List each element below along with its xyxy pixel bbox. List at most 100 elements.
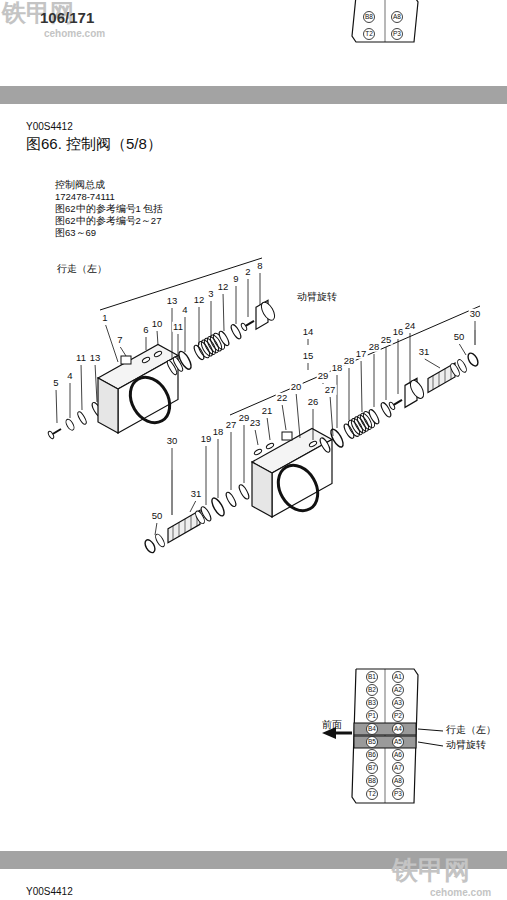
watermark: 铁甲网: [392, 856, 470, 885]
callout-number: 20: [290, 382, 303, 392]
port-circle: [367, 789, 378, 800]
leader-line: [211, 301, 212, 338]
port-label: T2: [365, 30, 373, 37]
page-number: 106/171: [40, 10, 94, 27]
callout-number: 50: [151, 511, 164, 521]
header-bar: [0, 86, 507, 104]
leader-line: [218, 439, 219, 498]
callout-number: 12: [193, 295, 206, 305]
note-text: 图62中的参考编号2～27: [55, 216, 161, 226]
callout-number: 19: [200, 434, 213, 444]
valve-body: [98, 344, 178, 433]
callout-number: 28: [368, 342, 381, 352]
direction-label: 前面: [322, 719, 342, 730]
callout-number: 25: [380, 335, 393, 345]
o-ring: [76, 411, 87, 426]
callout-number: 14: [302, 327, 315, 337]
port-circle: [367, 763, 378, 774]
port-label: P3: [393, 30, 401, 37]
leader-line: [146, 337, 147, 350]
seal-plate: [210, 496, 227, 517]
callout-number: 29: [238, 413, 251, 423]
leader-line: [418, 729, 443, 731]
callout-number: 13: [166, 296, 179, 306]
callout-number: 5: [52, 378, 59, 388]
leader-line: [337, 375, 338, 428]
callout-number: 50: [453, 332, 466, 342]
doc-code: Y00S4412: [26, 886, 73, 897]
callout-number: 12: [217, 282, 230, 292]
port-label: B8: [365, 13, 373, 20]
leader-line: [255, 430, 258, 445]
leader-line: [95, 365, 97, 402]
port-circle: [393, 698, 404, 709]
callout-number: 16: [392, 327, 405, 337]
callout-number: 1: [101, 313, 108, 323]
washer: [64, 418, 75, 431]
port-circle: [393, 750, 404, 761]
callout-number: 7: [116, 335, 123, 345]
spool-groove: [191, 516, 192, 530]
port-circle: [367, 711, 378, 722]
callout-number: 17: [355, 349, 368, 359]
bracket-line: [100, 258, 262, 310]
callout-number: 2: [244, 267, 251, 277]
port-label: B7: [368, 764, 376, 771]
o-ring: [318, 437, 331, 454]
callout-number: 11: [172, 322, 184, 332]
note-text: 图63～69: [55, 228, 96, 238]
port-circle: [392, 29, 403, 40]
port-label: A4: [394, 725, 402, 732]
callout-number: 30: [469, 309, 482, 319]
port-label: A1: [394, 673, 402, 680]
highlight-band: [354, 736, 416, 748]
callout-number: 11: [75, 353, 87, 363]
leader-line: [361, 361, 363, 412]
port-label: A7: [394, 764, 402, 771]
leader-line: [260, 273, 261, 305]
port-circle: [367, 672, 378, 683]
port-circle: [392, 12, 403, 23]
nut: [143, 538, 157, 554]
leader-line: [172, 308, 173, 358]
port-label: A8: [393, 13, 401, 20]
watermark: cehome.com: [44, 28, 105, 39]
port-label: B8: [368, 777, 376, 784]
bracket-line: [230, 306, 480, 415]
port-hole: [154, 350, 163, 357]
port-label: A2: [394, 686, 402, 693]
callout-number: 24: [404, 321, 417, 331]
large-o-ring: [270, 458, 325, 518]
figure-title: 图66. 控制阀（5/8）: [26, 136, 162, 153]
callout-number: 31: [190, 489, 203, 499]
o-ring: [367, 408, 380, 425]
spool: [168, 510, 200, 542]
section-label: 动臂旋转: [297, 291, 337, 302]
callout-number: 6: [142, 325, 149, 335]
leader-line: [374, 354, 375, 407]
leader-line: [223, 294, 225, 331]
leader-line: [120, 347, 126, 356]
leader-line: [157, 331, 159, 345]
leader-line: [386, 347, 387, 400]
screw-head: [47, 431, 54, 440]
leader-line: [56, 390, 58, 423]
port-label: B5: [368, 738, 376, 745]
note-text: 172478-74111: [55, 192, 115, 202]
spool-groove: [439, 372, 440, 386]
port-hole: [254, 448, 263, 455]
seal-plate: [177, 350, 194, 371]
leader-line: [244, 425, 245, 483]
port-label: A8: [394, 777, 402, 784]
callout-number: 30: [166, 436, 179, 446]
spool-groove: [185, 519, 186, 533]
section-label: 行走（左）: [57, 263, 107, 274]
nut: [466, 351, 480, 367]
port-circle: [364, 29, 375, 40]
section-label: 行走（左）: [446, 725, 496, 735]
note-text: 图62中的参考编号1 包括: [55, 204, 164, 214]
leader-line: [418, 742, 443, 746]
valve-face: [272, 439, 332, 517]
leader-line: [81, 365, 83, 410]
port-label: A6: [394, 751, 402, 758]
